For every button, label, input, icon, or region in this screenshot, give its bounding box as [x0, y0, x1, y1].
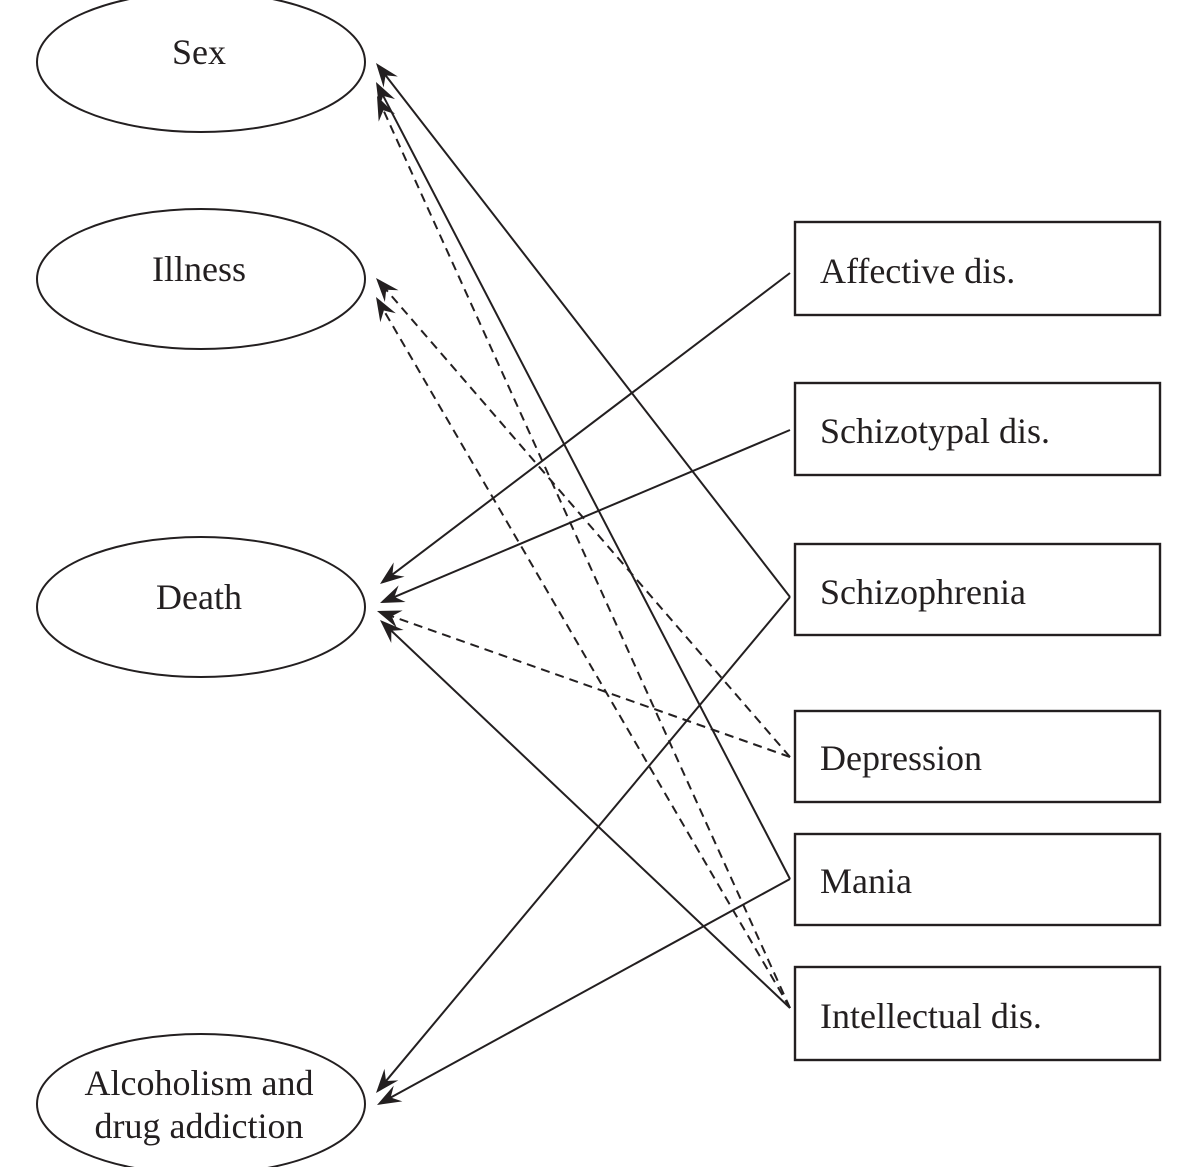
edge-line: [390, 614, 791, 758]
disorder-node-depression: Depression: [793, 709, 1162, 804]
disorder-box: [793, 220, 1162, 317]
disorder-label: Mania: [820, 861, 912, 901]
edge-schizotypal-to-death: [380, 429, 791, 603]
arrowhead-icon: [376, 63, 398, 88]
outcome-node-illness: Illness: [36, 208, 366, 350]
edge-schizophrenia-to-alcohol: [376, 596, 791, 1093]
disorder-node-schizotypal: Schizotypal dis.: [793, 381, 1162, 477]
edge-line: [392, 429, 791, 599]
edge-line: [389, 629, 791, 1009]
edge-line: [382, 108, 791, 1009]
edge-line: [390, 272, 791, 577]
edge-depression-to-illness: [376, 278, 791, 758]
arrowhead-icon: [380, 585, 406, 603]
outcome-ellipse: [36, 1033, 366, 1167]
disorder-node-intellectual: Intellectual dis.: [793, 965, 1162, 1062]
disorder-box: [793, 542, 1162, 637]
disorder-label: Affective dis.: [820, 251, 1015, 291]
arrowhead-icon: [376, 278, 399, 303]
outcome-label: Sex: [172, 32, 226, 72]
arrowhead-icon: [380, 562, 405, 584]
arrowhead-icon: [377, 610, 403, 628]
edge-line: [381, 94, 791, 880]
outcome-label-line-2: drug addiction: [95, 1106, 304, 1146]
edge-intellectual-to-sex: [377, 96, 791, 1009]
edge-line: [384, 73, 791, 598]
disorder-box: [793, 965, 1162, 1062]
disorder-label: Schizotypal dis.: [820, 411, 1050, 451]
disorder-box: [793, 832, 1162, 927]
arrowhead-icon: [377, 1085, 403, 1105]
outcome-node-death: Death: [36, 536, 366, 678]
disorder-node-affective: Affective dis.: [793, 220, 1162, 317]
outcome-label-line-1: Alcoholism and: [85, 1063, 314, 1103]
outcome-ellipse: [36, 536, 366, 678]
edge-schizophrenia-to-sex: [376, 63, 791, 598]
arrowhead-icon: [376, 1068, 399, 1093]
disorder-box: [793, 381, 1162, 477]
outcome-label: Death: [156, 577, 242, 617]
disorder-label: Intellectual dis.: [820, 996, 1042, 1036]
disorder-box: [793, 709, 1162, 804]
edge-line: [384, 596, 791, 1083]
disorder-label: Depression: [820, 738, 982, 778]
outcome-label: Illness: [152, 249, 246, 289]
arrowhead-icon: [376, 297, 396, 323]
outcome-ellipse: [36, 208, 366, 350]
arrowhead-icon: [380, 620, 404, 644]
disorder-node-mania: Mania: [793, 832, 1162, 927]
outcome-ellipse: [36, 0, 366, 133]
edge-affective-to-death: [380, 272, 791, 584]
outcome-node-alcoholism: Alcoholism and drug addiction: [36, 1033, 366, 1167]
edge-intellectual-to-illness: [376, 297, 791, 1009]
edge-line: [389, 878, 791, 1099]
edge-intellectual-to-death: [380, 620, 791, 1009]
arrowhead-icon: [377, 96, 396, 122]
edge-line: [382, 308, 791, 1009]
edge-line: [384, 288, 791, 758]
edge-mania-to-sex: [376, 82, 791, 880]
disorder-node-schizophrenia: Schizophrenia: [793, 542, 1162, 637]
disorder-label: Schizophrenia: [820, 572, 1026, 612]
edge-mania-to-alcohol: [377, 878, 791, 1105]
edge-depression-to-death: [377, 610, 791, 758]
outcome-node-sex: Sex: [36, 0, 366, 133]
edges-layer: [376, 63, 791, 1105]
